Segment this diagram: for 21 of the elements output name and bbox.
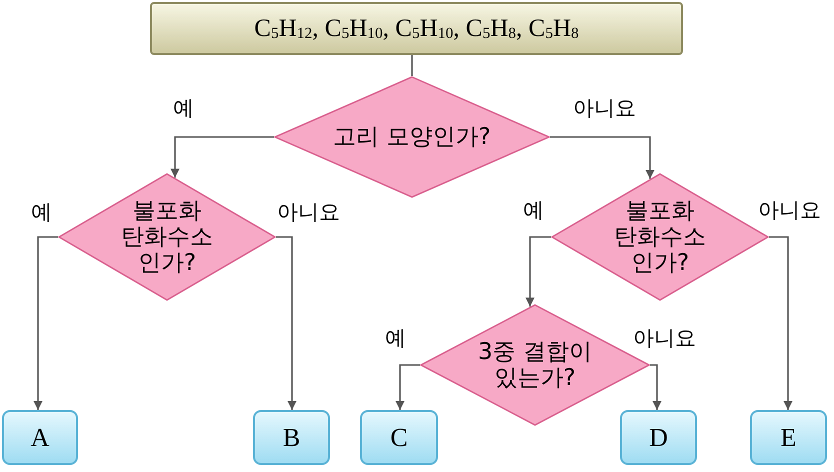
decision-diamond: 불포화 탄화수소 인가? — [58, 173, 276, 301]
arrow — [396, 364, 420, 410]
result-box: B — [253, 410, 330, 465]
formula-box: C$_{5}$H$_{12}$, C$_{5}$H$_{10}$, C$_{5}$H$_{10}$, C$_{5}$H$_{8}$, C$_{5}$H$_{8}$ — [150, 2, 683, 55]
arrow — [170, 136, 274, 178]
arrow — [276, 236, 296, 410]
edge-label: 아니요 — [572, 96, 637, 120]
edge-label: 아니요 — [276, 200, 341, 224]
arrow — [34, 236, 58, 410]
decision-diamond: 고리 모양인가? — [274, 76, 550, 198]
result-box: D — [620, 410, 697, 465]
edge-label: 아니요 — [632, 326, 697, 350]
connector-line — [411, 55, 413, 76]
edge-label: 아니요 — [757, 198, 822, 222]
result-box: C — [360, 410, 438, 465]
result-box: E — [750, 410, 827, 465]
arrow — [769, 236, 792, 410]
result-box: A — [2, 410, 78, 465]
arrow — [526, 236, 551, 307]
arrow — [550, 136, 654, 179]
arrow — [650, 364, 662, 410]
